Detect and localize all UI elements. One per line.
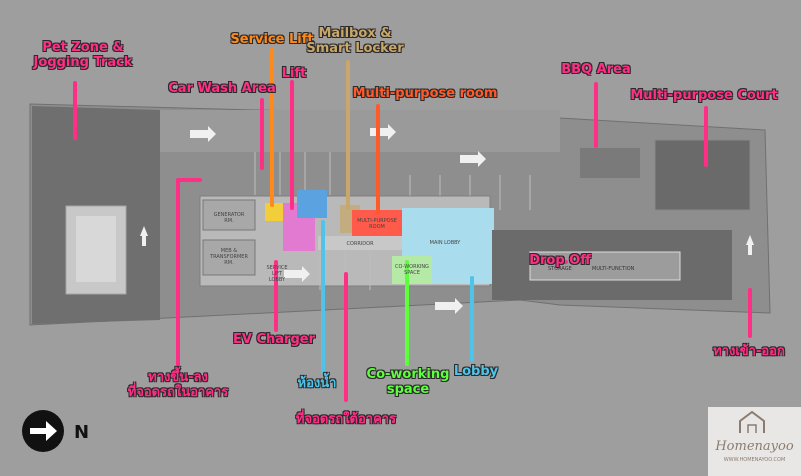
label-pet-zone: Pet Zone &Jogging Track — [33, 40, 133, 70]
room-multi-function: MULTI-FUNCTION — [592, 266, 635, 272]
north-compass — [22, 410, 64, 452]
label-ev-charger: EV Charger — [233, 332, 315, 347]
meb-room — [202, 239, 256, 276]
multi-purpose-room-fill — [352, 210, 402, 238]
logo-url: WWW.HOMENAYOO.COM — [723, 457, 786, 463]
label-entrance-exit: ทางเข้า-ออก — [713, 344, 785, 359]
label-ramp: ทางขึ้น-ลงที่จอดรถในอาคาร — [127, 370, 229, 400]
coworking-room-fill — [392, 256, 432, 284]
bbq-area — [580, 148, 640, 178]
logo-name: Homenayoo — [715, 439, 794, 454]
generator-room — [202, 199, 256, 231]
label-drop-off: Drop Off — [529, 253, 591, 268]
room-storage: STORAGE — [548, 266, 572, 272]
label-car-wash: Car Wash Area — [168, 81, 276, 96]
label-multi-purpose-court: Multi-purpose Court — [630, 88, 778, 103]
label-underground-parking: ที่จอดรถใต้อาคาร — [295, 412, 397, 427]
compass-letter: N — [74, 422, 90, 443]
dog-run — [76, 216, 116, 282]
label-bbq: BBQ Area — [561, 62, 631, 77]
room-main-lobby: MAIN LOBBY — [429, 240, 461, 246]
label-mailbox: Mailbox &Smart Locker — [306, 26, 404, 56]
label-toilet: ห้องน้ำ — [297, 376, 337, 391]
homenayoo-logo: Homenayoo WWW.HOMENAYOO.COM — [708, 407, 801, 476]
corridor — [318, 236, 402, 250]
house-icon — [739, 410, 765, 433]
driveway-inner — [529, 251, 681, 281]
label-service-lift: Service Lift — [230, 32, 314, 47]
room-corridor: CORRIDOR — [346, 241, 374, 247]
label-multi-purpose-room: Multi-purpose room — [352, 86, 498, 101]
toilet-room — [297, 190, 327, 218]
label-lift: Lift — [281, 66, 307, 81]
service-lift-room — [265, 203, 283, 221]
arrow-right-icon — [30, 421, 57, 441]
multi-purpose-court — [654, 139, 751, 211]
label-lobby: Lobby — [453, 364, 499, 379]
pointer-lines — [73, 48, 752, 402]
top-drive-lane — [160, 110, 560, 152]
